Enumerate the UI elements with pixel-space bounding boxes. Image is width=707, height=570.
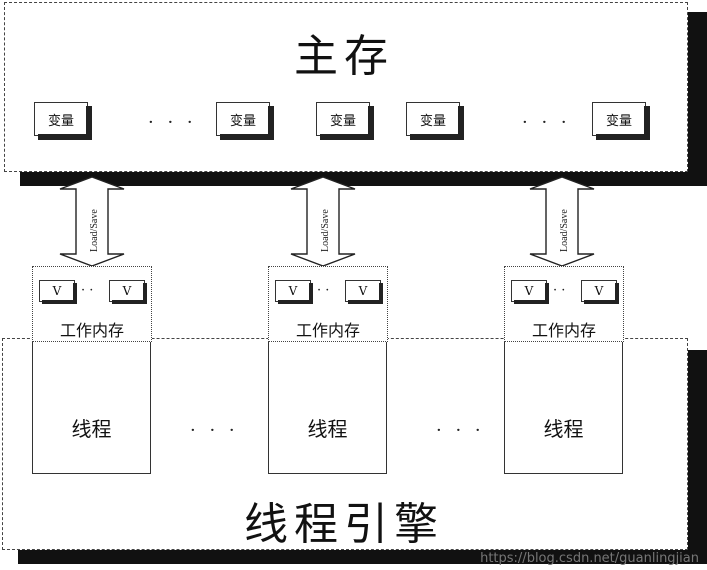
thread-box: 线程	[32, 338, 151, 474]
working-memory-label: 工作内存	[59, 321, 124, 340]
main-memory-box	[4, 2, 688, 172]
variable-box: 变量	[216, 102, 274, 140]
thread-box: 线程	[268, 338, 387, 474]
arrow-label: Load/Save	[89, 209, 100, 252]
variable-box: 变量	[406, 102, 464, 140]
thread-label: 线程	[307, 417, 348, 441]
variable-box: 变量	[316, 102, 374, 140]
working-memory-label: 工作内存	[295, 321, 360, 340]
variables-ellipsis: · · ·	[148, 112, 197, 133]
variable-label: 变量	[406, 102, 460, 136]
variable-box: 变量	[34, 102, 92, 140]
watermark: https://blog.csdn.net/guanlingjian	[480, 551, 699, 566]
working-memory-label: 工作内存	[531, 321, 596, 340]
working-variable: V	[39, 280, 77, 304]
variable-label: 变量	[592, 102, 646, 136]
thread-label: 线程	[543, 417, 584, 441]
working-variables-ellipsis: · ·	[81, 283, 94, 298]
variables-ellipsis: · · ·	[522, 112, 571, 133]
thread-label: 线程	[71, 417, 112, 441]
arrow-label: Load/Save	[320, 209, 331, 252]
working-memory-box: V · · V 工作内存	[268, 266, 388, 342]
working-variables-ellipsis: · ·	[553, 283, 566, 298]
variable-box: 变量	[592, 102, 650, 140]
double-arrow-icon: Load/Save	[59, 176, 125, 267]
double-arrow-icon: Load/Save	[529, 176, 595, 267]
arrow-label: Load/Save	[559, 209, 570, 252]
working-memory-box: V · · V 工作内存	[32, 266, 152, 342]
working-variable: V	[275, 280, 313, 304]
working-variables-ellipsis: · ·	[317, 283, 330, 298]
working-memory-box: V · · V 工作内存	[504, 266, 624, 342]
threads-ellipsis: · · ·	[436, 420, 485, 441]
double-arrow-icon: Load/Save	[290, 176, 356, 267]
working-variable: V	[581, 280, 619, 304]
working-variable: V	[345, 280, 383, 304]
variable-label: 变量	[216, 102, 270, 136]
working-variable: V	[511, 280, 549, 304]
threads-ellipsis: · · ·	[190, 420, 239, 441]
working-variable: V	[109, 280, 147, 304]
thread-engine-title: 线程引擎	[244, 499, 444, 550]
thread-box: 线程	[504, 338, 623, 474]
main-memory-title: 主存	[294, 31, 394, 82]
